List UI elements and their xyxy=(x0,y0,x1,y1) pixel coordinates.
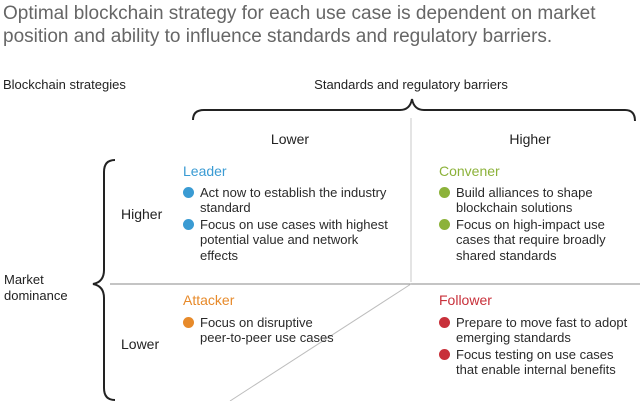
list-item: Prepare to move fast to adopt emerging s… xyxy=(439,315,629,346)
row-lower-label: Lower xyxy=(121,336,160,352)
convener-bullets: Build alliances to shape blockchain solu… xyxy=(439,185,629,264)
list-item: Focus on high-impact use cases that requ… xyxy=(439,217,629,263)
attacker-title: Attacker xyxy=(183,292,235,308)
bullet-dot xyxy=(183,218,194,230)
standards-axis-label: Standards and regulatory barriers xyxy=(314,77,508,92)
list-item: Build alliances to shape blockchain solu… xyxy=(439,185,629,216)
bullet-dot xyxy=(183,187,194,198)
blockchain-strategies-label: Blockchain strategies xyxy=(3,77,126,92)
bullet-dot xyxy=(439,348,450,360)
bullet-dot xyxy=(183,317,194,328)
standards-brace xyxy=(192,98,636,122)
follower-title: Follower xyxy=(439,292,492,308)
market-dominance-label: Market dominance xyxy=(4,272,68,303)
headline: Optimal blockchain strategy for each use… xyxy=(3,3,596,47)
follower-bullets: Prepare to move fast to adopt emerging s… xyxy=(439,315,629,379)
column-lower-label: Lower xyxy=(270,131,310,147)
diagonal-divider xyxy=(229,283,412,401)
list-item: Focus on use cases with highest potentia… xyxy=(183,217,393,263)
list-item: Act now to establish the industry standa… xyxy=(183,185,393,216)
column-higher-label: Higher xyxy=(509,131,551,147)
convener-title: Convener xyxy=(439,163,500,179)
list-item: Focus on disruptive peer-to-peer use cas… xyxy=(183,315,338,346)
leader-bullets: Act now to establish the industry standa… xyxy=(183,185,393,264)
bullet-dot xyxy=(439,317,450,328)
attacker-bullets: Focus on disruptive peer-to-peer use cas… xyxy=(183,315,338,347)
list-item: Focus testing on use cases that enable i… xyxy=(439,347,629,378)
row-higher-label: Higher xyxy=(121,206,163,222)
bullet-dot xyxy=(439,218,450,230)
market-brace xyxy=(92,159,116,401)
bullet-dot xyxy=(439,187,450,198)
leader-title: Leader xyxy=(183,163,227,179)
